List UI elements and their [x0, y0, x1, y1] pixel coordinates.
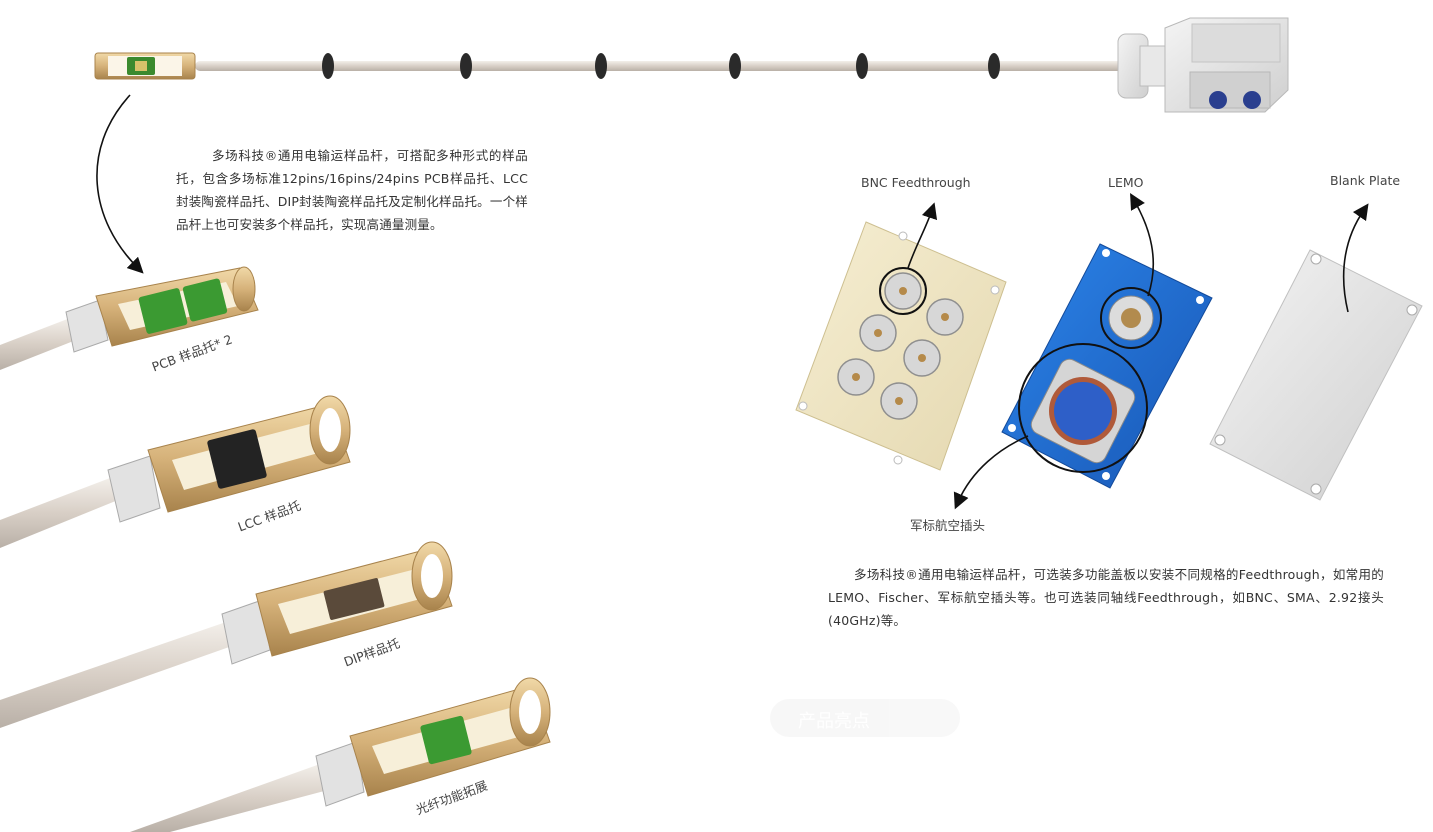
arrow-lemo	[1130, 193, 1155, 297]
plate-blank	[1209, 249, 1423, 501]
bnc-highlight-ring	[879, 267, 927, 315]
arrow-rod-to-holders	[96, 94, 144, 274]
military-highlight-ring	[1018, 343, 1148, 473]
rod-baffles	[322, 53, 1000, 79]
lemo-highlight-ring	[1100, 287, 1162, 349]
label-military-connector: 军标航空插头	[910, 518, 986, 533]
holder-lcc	[0, 395, 351, 548]
label-bnc-feedthrough: BNC Feedthrough	[861, 175, 971, 190]
faded-section: 产品亮点	[770, 695, 1370, 832]
feedthrough-paragraph: 多场科技®通用电输运样品杆，可选装多功能盖板以安装不同规格的Feedthroug…	[828, 567, 1384, 628]
holder-dip	[0, 541, 453, 728]
label-blank-plate: Blank Plate	[1330, 173, 1401, 188]
intro-paragraph: 多场科技®通用电输运样品杆，可搭配多种形式的样品托，包含多场标准12pins/1…	[176, 148, 528, 232]
label-lemo: LEMO	[1108, 175, 1144, 190]
arrow-bnc	[907, 202, 938, 269]
plate-lemo	[1001, 243, 1213, 489]
arrow-military	[953, 435, 1029, 510]
rod-head-box	[1117, 17, 1289, 113]
plate-bnc	[795, 221, 1007, 471]
faded-heading-pill: 产品亮点	[770, 699, 960, 737]
holder-pcb	[0, 266, 259, 370]
holder-fiber	[130, 677, 551, 832]
sample-rod-top	[94, 17, 1289, 113]
arrow-blank	[1342, 203, 1369, 313]
faded-heading: 产品亮点	[798, 711, 870, 732]
